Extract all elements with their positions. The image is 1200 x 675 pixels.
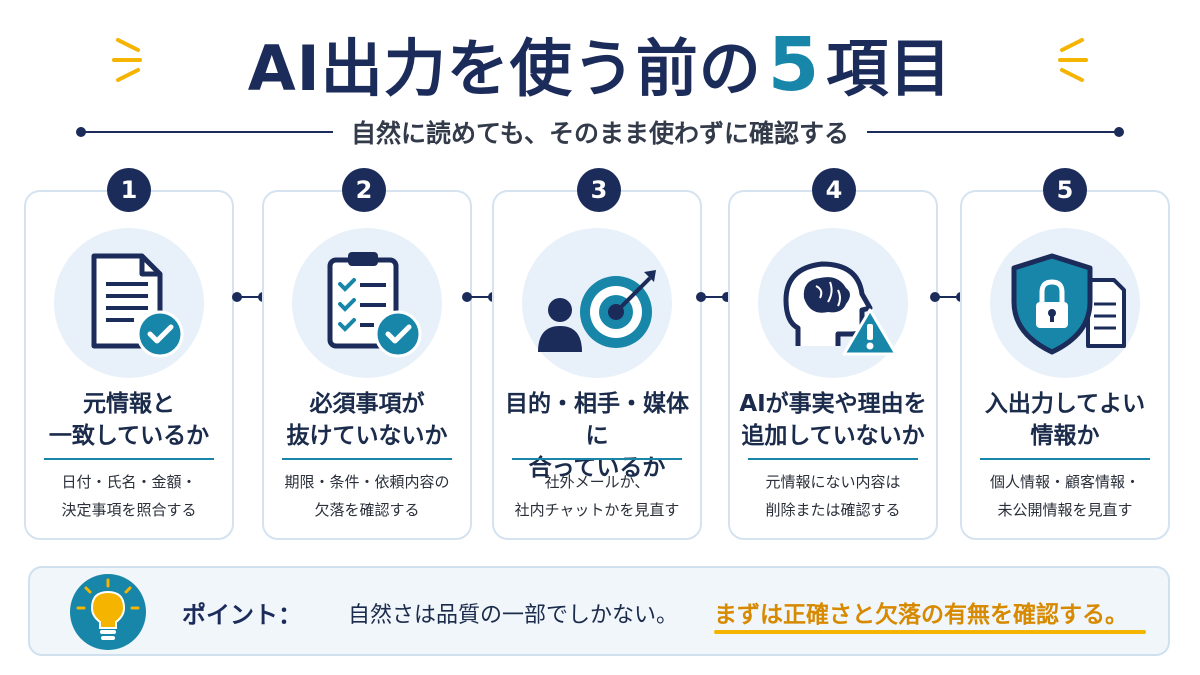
- card-desc-line2: 社内チャットかを見直す: [514, 501, 680, 519]
- card-title-line1: 必須事項が: [309, 391, 425, 417]
- card-desc-line1: 日付・氏名・金額・: [61, 473, 197, 491]
- subtitle-divider-left: [76, 127, 333, 137]
- step-badge-1: 1: [107, 168, 151, 212]
- title-suffix: 項目: [826, 32, 953, 105]
- card-description: 期限・条件・依頼内容の 欠落を確認する: [264, 468, 470, 524]
- card-desc-line2: 決定事項を照合する: [61, 501, 197, 519]
- icon-circle: [758, 228, 908, 378]
- document-check-icon: [91, 253, 184, 358]
- title-number: 5: [767, 22, 821, 108]
- card-divider: [980, 458, 1150, 460]
- card-title-line2: 抜けていないか: [286, 423, 448, 449]
- card-title-line1: 目的・相手・媒体に: [505, 391, 689, 449]
- subtitle: 自然に読めても、そのまま使わずに確認する: [351, 119, 850, 148]
- point-text: 自然さは品質の一部でしかない。: [348, 603, 679, 628]
- card-divider: [44, 458, 214, 460]
- card-description: 日付・氏名・金額・ 決定事項を照合する: [26, 468, 232, 524]
- card-desc-line1: 個人情報・顧客情報・: [989, 473, 1140, 491]
- icon-circle: [54, 228, 204, 378]
- check-card-4: AIが事実や理由を 追加していないか 元情報にない内容は 削除または確認する: [728, 190, 938, 540]
- card-description: 社外メールか、 社内チャットかを見直す: [494, 468, 700, 524]
- card-divider: [748, 458, 918, 460]
- shield-lock-icon: [1011, 253, 1126, 355]
- connector-2-3: [462, 292, 498, 302]
- step-badge-2: 2: [342, 168, 386, 212]
- card-desc-line2: 未公開情報を見直す: [997, 501, 1133, 519]
- card-description: 個人情報・顧客情報・ 未公開情報を見直す: [962, 468, 1168, 524]
- card-title: 元情報と 一致しているか: [26, 388, 232, 452]
- subtitle-divider-right: [867, 127, 1125, 137]
- card-title: 入出力してよい 情報か: [962, 388, 1168, 452]
- page-title: AI出力を使う前の 5 項目: [248, 18, 953, 108]
- step-badge-3: 3: [577, 168, 621, 212]
- card-title-line2: 一致しているか: [48, 423, 210, 449]
- person-target-icon: [538, 270, 656, 352]
- connector-4-5: [930, 292, 966, 302]
- icon-circle: [522, 228, 672, 378]
- card-title-line2: 情報か: [1030, 423, 1100, 449]
- card-divider: [282, 458, 452, 460]
- card-title-line1: AIが事実や理由を: [739, 391, 927, 417]
- point-box: ポイント： 自然さは品質の一部でしかない。 まずは正確さと欠落の有無を確認する。: [28, 566, 1170, 656]
- check-card-2: 必須事項が 抜けていないか 期限・条件・依頼内容の 欠落を確認する: [262, 190, 472, 540]
- step-badge-5: 5: [1043, 168, 1087, 212]
- step-badge-4: 4: [812, 168, 856, 212]
- subtitle-row: 自然に読めても、そのまま使わずに確認する: [76, 112, 1125, 152]
- icon-circle: [990, 228, 1140, 378]
- card-desc-line1: 期限・条件・依頼内容の: [284, 473, 450, 491]
- lightbulb-icon: [70, 574, 146, 650]
- brain-warning-icon: [783, 261, 898, 356]
- check-card-5: 入出力してよい 情報か 個人情報・顧客情報・ 未公開情報を見直す: [960, 190, 1170, 540]
- title-prefix: AI出力を使う前の: [247, 32, 762, 105]
- title-area: AI出力を使う前の 5 項目: [0, 18, 1200, 108]
- check-card-3: 目的・相手・媒体に 合っているか 社外メールか、 社内チャットかを見直す: [492, 190, 702, 540]
- card-divider: [512, 458, 682, 460]
- emphasis-underline: [714, 630, 1146, 634]
- sparkle-left-icon: [112, 38, 142, 82]
- card-title: 必須事項が 抜けていないか: [264, 388, 470, 452]
- connector-1-2: [232, 292, 268, 302]
- icon-circle: [292, 228, 442, 378]
- card-description: 元情報にない内容は 削除または確認する: [730, 468, 936, 524]
- clipboard-checklist-icon: [327, 252, 422, 358]
- sparkle-right-icon: [1058, 38, 1088, 82]
- card-title: AIが事実や理由を 追加していないか: [730, 388, 936, 452]
- check-card-1: 元情報と 一致しているか 日付・氏名・金額・ 決定事項を照合する: [24, 190, 234, 540]
- card-title-line1: 入出力してよい: [984, 391, 1146, 417]
- card-desc-line1: 社外メールか、: [544, 473, 650, 491]
- point-label: ポイント：: [182, 601, 302, 629]
- connector-3-4: [696, 292, 732, 302]
- card-desc-line2: 削除または確認する: [765, 501, 901, 519]
- card-title-line2: 追加していないか: [741, 423, 925, 449]
- point-emphasis: まずは正確さと欠落の有無を確認する。: [714, 602, 1128, 628]
- card-desc-line2: 欠落を確認する: [314, 501, 420, 519]
- card-title-line1: 元情報と: [83, 391, 175, 417]
- card-desc-line1: 元情報にない内容は: [765, 473, 901, 491]
